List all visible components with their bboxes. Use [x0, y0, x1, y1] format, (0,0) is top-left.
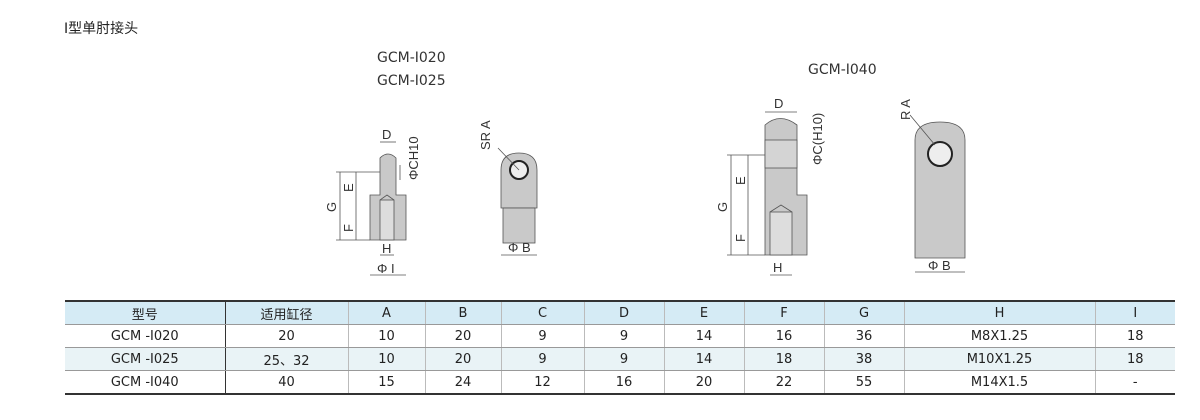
- dim-i: Φ I: [377, 261, 395, 276]
- cell: 36: [823, 324, 904, 348]
- header-cell: 型号: [65, 301, 225, 325]
- page-title: I型单肘接头: [64, 21, 139, 37]
- model-label-i025: GCM-I025: [377, 73, 446, 89]
- cell: 12: [500, 370, 584, 395]
- dim-g: G: [324, 202, 339, 212]
- cell: 16: [743, 324, 824, 348]
- drawing-small-front: [497, 147, 538, 256]
- cell: -: [1094, 370, 1175, 395]
- dim-e: E: [341, 183, 356, 192]
- header-cell: H: [903, 301, 1095, 325]
- dim-h-large: H: [773, 260, 782, 275]
- drawing-small-side: [336, 141, 407, 276]
- cell: M14X1.5: [903, 370, 1095, 395]
- header-cell: F: [743, 301, 824, 325]
- header-cell: E: [663, 301, 744, 325]
- dim-d-large: D: [774, 96, 783, 111]
- dim-c-large: ΦC(H10): [810, 113, 825, 165]
- cell: 9: [500, 347, 584, 371]
- cell: GCM -I020: [65, 324, 225, 348]
- cell: M10X1.25: [903, 347, 1095, 371]
- dim-h: H: [382, 241, 391, 256]
- cell: 18: [1094, 324, 1175, 348]
- cell: 24: [424, 370, 501, 395]
- cell: 20: [424, 347, 501, 371]
- cell: 20: [224, 324, 348, 348]
- table-header-row: 型号 适用缸径 A B C D E F G H I: [65, 301, 1175, 325]
- cell: 16: [583, 370, 664, 395]
- cell: 9: [583, 347, 664, 371]
- cell: GCM -I025: [65, 347, 225, 371]
- model-label-i040: GCM-I040: [808, 62, 877, 78]
- table-row: GCM -I040 40 15 24 12 16 20 22 55 M14X1.…: [65, 370, 1175, 395]
- dim-c: ΦCH10: [406, 136, 421, 180]
- cell: 38: [823, 347, 904, 371]
- cell: 55: [823, 370, 904, 395]
- dim-b-small: Φ B: [508, 240, 531, 255]
- cell: 15: [347, 370, 425, 395]
- table-row: GCM -I025 25、32 10 20 9 9 14 18 38 M10X1…: [65, 347, 1175, 371]
- drawing-large-side: [727, 111, 808, 276]
- header-cell: D: [583, 301, 664, 325]
- table-row: GCM -I020 20 10 20 9 9 14 16 36 M8X1.25 …: [65, 324, 1175, 348]
- dim-f: F: [341, 224, 356, 232]
- cell: 10: [347, 347, 425, 371]
- dim-sra: SR A: [478, 120, 493, 150]
- cell: 9: [583, 324, 664, 348]
- cell: 25、32: [224, 347, 348, 371]
- cell: 20: [663, 370, 744, 395]
- cell: M8X1.25: [903, 324, 1095, 348]
- cell: 14: [663, 347, 744, 371]
- dim-e-large: E: [733, 176, 748, 185]
- cell: GCM -I040: [65, 370, 225, 395]
- dim-b-large: Φ B: [928, 258, 951, 273]
- dim-ra: R A: [898, 99, 913, 120]
- model-label-i020: GCM-I020: [377, 50, 446, 66]
- cell: 40: [224, 370, 348, 395]
- header-cell: A: [347, 301, 425, 325]
- header-cell: C: [500, 301, 584, 325]
- cell: 18: [743, 347, 824, 371]
- cell: 14: [663, 324, 744, 348]
- cell: 20: [424, 324, 501, 348]
- drawing-large-front: [909, 114, 966, 273]
- header-cell: 适用缸径: [224, 301, 348, 325]
- cell: 9: [500, 324, 584, 348]
- cell: 22: [743, 370, 824, 395]
- dim-f-large: F: [733, 234, 748, 242]
- cell: 18: [1094, 347, 1175, 371]
- dim-d: D: [382, 127, 391, 142]
- cell: 10: [347, 324, 425, 348]
- header-cell: I: [1094, 301, 1175, 325]
- technical-drawings: D ΦCH10 E F G H Φ I SR A Φ B D ΦC(H10) E…: [324, 96, 966, 276]
- header-cell: G: [823, 301, 904, 325]
- spec-table: 型号 适用缸径 A B C D E F G H I GCM -I020 20 1…: [65, 300, 1175, 395]
- header-cell: B: [424, 301, 501, 325]
- dim-g-large: G: [715, 202, 730, 212]
